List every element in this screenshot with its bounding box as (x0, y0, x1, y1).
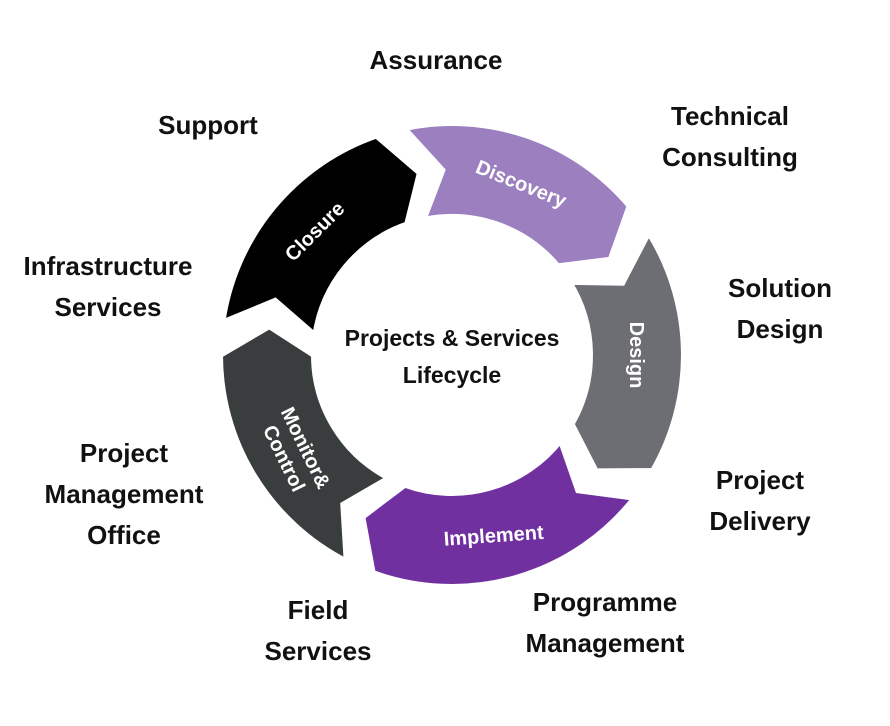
service-pmo-line1: Project (79, 438, 169, 468)
service-project-delivery-line2: Delivery (709, 506, 811, 536)
service-label-support: Support (158, 105, 258, 146)
service-assurance-line1: Assurance (369, 45, 503, 75)
service-label-technical-consulting: Technical Consulting (662, 96, 798, 178)
service-technical-consulting-line1: Technical (670, 101, 790, 131)
service-pmo-line2: Management (44, 479, 204, 509)
service-solution-design-line1: Solution (728, 273, 832, 303)
phase-segment-implement (359, 433, 641, 590)
service-pmo-line3: Office (87, 520, 161, 550)
service-field-services-line1: Field (287, 595, 349, 625)
service-infrastructure-services-line2: Services (54, 292, 162, 322)
service-label-assurance: Assurance (370, 40, 503, 81)
center-title-line2: Lifecycle (402, 362, 502, 388)
phase-segment-discovery (398, 120, 634, 270)
service-technical-consulting-line2: Consulting (662, 142, 798, 172)
phase-segment-monitor-control (216, 322, 396, 567)
service-infrastructure-services-line1: Infrastructure (23, 251, 193, 281)
service-solution-design-line2: Design (736, 314, 824, 344)
service-label-field-services: Field Services (265, 590, 372, 672)
service-label-solution-design: Solution Design (728, 268, 832, 350)
service-label-project-management-office: Project Management Office (45, 433, 204, 556)
service-programme-management-line1: Programme (532, 587, 678, 617)
service-label-programme-management: Programme Management (526, 582, 685, 664)
service-label-project-delivery: Project Delivery (709, 460, 810, 542)
service-label-infrastructure-services: Infrastructure Services (23, 246, 192, 328)
phase-label-design-line1: Design (625, 322, 647, 389)
center-title: Projects & Services Lifecycle (345, 320, 560, 394)
phase-segment-closure (218, 132, 424, 342)
service-programme-management-line2: Management (525, 628, 685, 658)
service-project-delivery-line1: Project (715, 465, 805, 495)
center-title-line1: Projects & Services (344, 325, 560, 351)
phase-label-design: Design (625, 322, 647, 389)
service-support-line1: Support (158, 110, 258, 140)
service-field-services-line2: Services (264, 636, 372, 666)
phase-segment-design (563, 226, 687, 475)
